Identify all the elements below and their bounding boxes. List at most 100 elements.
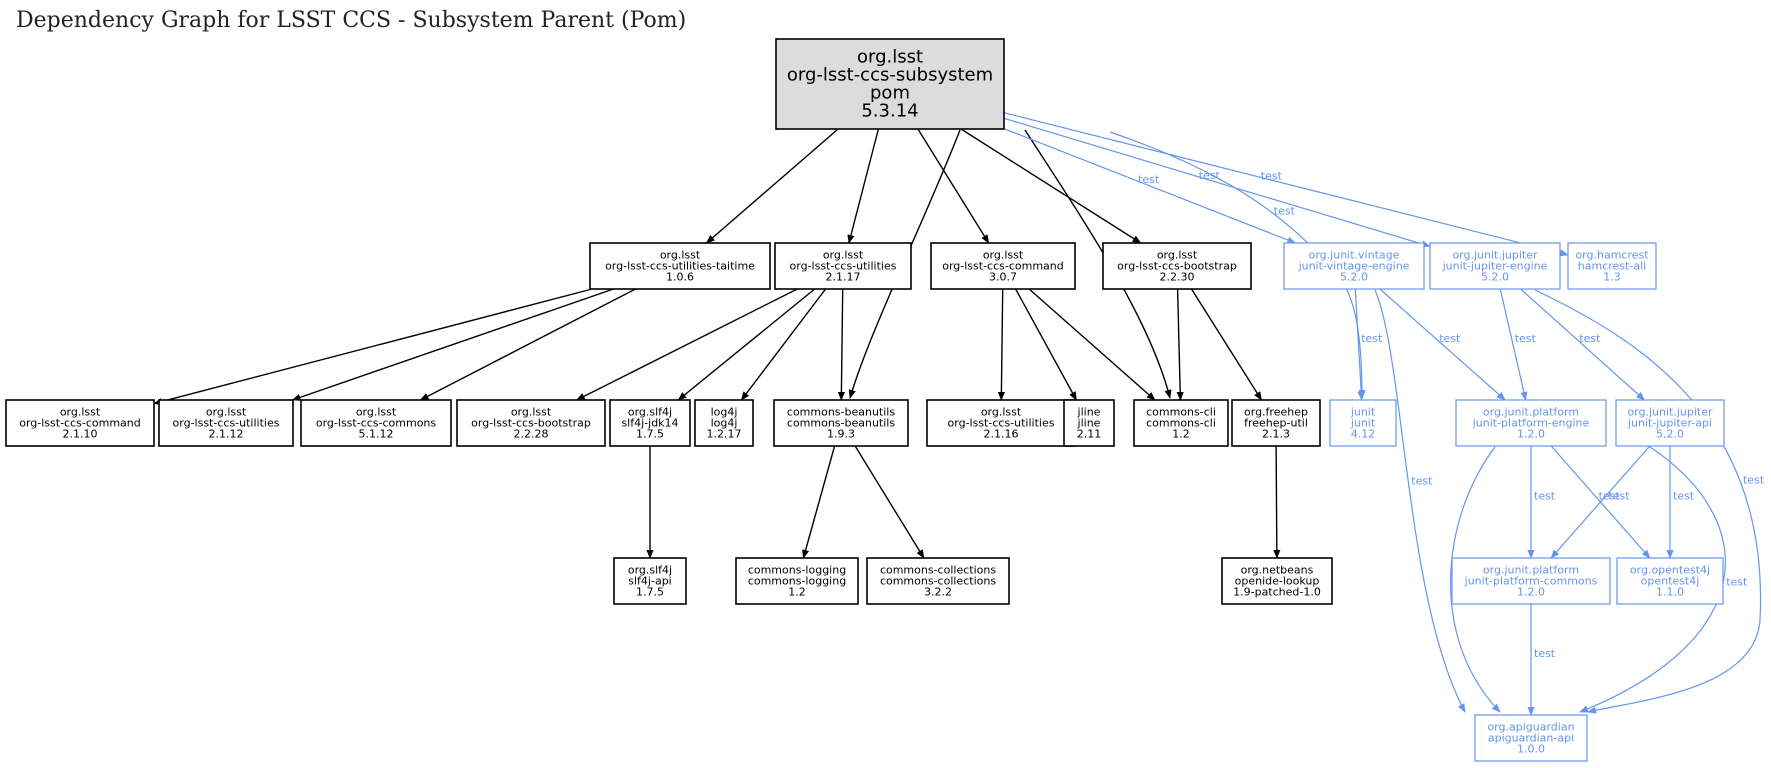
node-box xyxy=(694,399,754,447)
node-version: 1.1.0 xyxy=(1656,585,1684,598)
node-version: 5.2.0 xyxy=(1656,427,1684,440)
node-group: org.freehep xyxy=(1244,405,1308,418)
node-box xyxy=(1102,242,1252,290)
node-group: org.netbeans xyxy=(1241,563,1314,576)
node-artifact: org-lsst-ccs-utilities xyxy=(948,416,1055,429)
edge-label-jupiterapi-to-apiguardian: test xyxy=(1726,576,1748,589)
node-box xyxy=(1231,399,1321,447)
edge-utilities2117-to-beanutils xyxy=(837,288,846,401)
node-group: org.apiguardian xyxy=(1487,720,1574,733)
edge-freehep-to-openide xyxy=(1273,445,1281,559)
node-artifact: hamcrest-all xyxy=(1578,259,1646,272)
edge-label-root-to-hamcrest: test xyxy=(1261,170,1283,183)
node-version: 4.12 xyxy=(1351,427,1376,440)
edge-jupiterengine-to-jupiterapi xyxy=(1520,288,1646,401)
node-artifact: commons-logging xyxy=(748,574,846,587)
edge-taitime-to-commons5112 xyxy=(419,288,636,401)
node-box xyxy=(5,399,155,447)
node-box xyxy=(1455,399,1607,447)
node-box xyxy=(613,557,687,605)
node-box xyxy=(930,242,1076,290)
node-version: 1.0.6 xyxy=(666,270,694,283)
node-artifact: junit-jupiter-api xyxy=(1627,416,1712,429)
node-box xyxy=(926,399,1076,447)
edge-label-vintage-to-junit: test xyxy=(1361,332,1383,345)
node-artifact: slf4j-api xyxy=(628,574,671,587)
node-artifact: freehep-util xyxy=(1244,416,1308,429)
node-version: 2.1.10 xyxy=(63,427,98,440)
node-version: 2.1.12 xyxy=(209,427,244,440)
node-group: commons-beanutils xyxy=(787,405,895,418)
node-type: pom xyxy=(870,82,910,103)
node-group: org.junit.vintage xyxy=(1309,248,1400,261)
node-box xyxy=(774,242,912,290)
edge-root-to-vintage xyxy=(1003,128,1297,244)
node-box xyxy=(1283,242,1425,290)
edge-root-to-utilities2117 xyxy=(847,128,880,244)
node-artifact: org-lsst-ccs-bootstrap xyxy=(1117,259,1237,272)
node-box xyxy=(300,399,452,447)
node-artifact: commons-collections xyxy=(880,574,996,587)
node-group: org.junit.jupiter xyxy=(1452,248,1538,261)
node-version: 1.0.0 xyxy=(1517,742,1545,755)
node-artifact: org-lsst-ccs-command xyxy=(19,416,141,429)
node-version: 5.2.0 xyxy=(1481,270,1509,283)
edge-root-to-taitime xyxy=(705,128,839,244)
node-artifact: junit-platform-engine xyxy=(1472,416,1590,429)
node-group: org.slf4j xyxy=(628,563,672,576)
edge-taitime-to-command2110 xyxy=(153,288,593,406)
edge-label-jupiterengine-to-jupiterapi: test xyxy=(1579,332,1601,345)
edge-root-to-jupiterengine xyxy=(1003,117,1431,248)
node-openide: org.netbeansopenide-lookup1.9-patched-1.… xyxy=(1221,557,1333,605)
node-group: org.lsst xyxy=(983,248,1024,261)
edge-utilities2117-to-log4j xyxy=(740,288,827,401)
edge-label-root-to-jupiterengine: test xyxy=(1199,169,1221,182)
node-artifact: org-lsst-ccs-utilities xyxy=(790,259,897,272)
edge-beanutils-to-collections xyxy=(854,445,925,559)
node-artifact: org-lsst-ccs-utilities xyxy=(173,416,280,429)
node-version: 3.2.2 xyxy=(924,585,952,598)
node-box xyxy=(1615,399,1725,447)
node-version: 5.2.0 xyxy=(1340,270,1368,283)
node-version: 2.1.3 xyxy=(1262,427,1290,440)
edge-jupiterapi-to-platformcommons xyxy=(1550,445,1651,559)
node-group: org.hamcrest xyxy=(1575,248,1649,261)
node-artifact: junit-platform-commons xyxy=(1464,574,1598,587)
node-version: 5.3.14 xyxy=(861,100,918,121)
node-vintage: org.junit.vintagejunit-vintage-engine5.2… xyxy=(1283,242,1425,290)
node-artifact: commons-cli xyxy=(1146,416,1216,429)
node-artifact: org-lsst-ccs-subsystem xyxy=(787,64,993,85)
node-box xyxy=(1567,242,1657,290)
node-group: org.lsst xyxy=(823,248,864,261)
node-box xyxy=(589,242,771,290)
node-artifact: commons-beanutils xyxy=(787,416,895,429)
node-group: org.lsst xyxy=(981,405,1022,418)
node-version: 1.2.0 xyxy=(1517,427,1545,440)
edge-label-root-to-junit: test xyxy=(1274,205,1296,218)
node-artifact: openide-lookup xyxy=(1235,574,1320,587)
node-version: 2.2.28 xyxy=(514,427,549,440)
edge-command307-to-utilities2116 xyxy=(997,288,1006,401)
edge-label-jupiterapi-to-opentest4j: test xyxy=(1673,489,1695,502)
node-version: 2.1.16 xyxy=(984,427,1019,440)
node-version: 2.2.30 xyxy=(1160,270,1195,283)
node-artifact: junit-jupiter-engine xyxy=(1442,259,1548,272)
edge-taitime-to-utilities2112 xyxy=(291,288,614,401)
edge-label-platformengine-to-opentest4j: test xyxy=(1599,489,1621,502)
node-jupiterengine: org.junit.jupiterjunit-jupiter-engine5.2… xyxy=(1429,242,1561,290)
edge-command307-to-jline xyxy=(1014,288,1078,401)
node-artifact: org-lsst-ccs-utilities-taitime xyxy=(605,259,755,272)
